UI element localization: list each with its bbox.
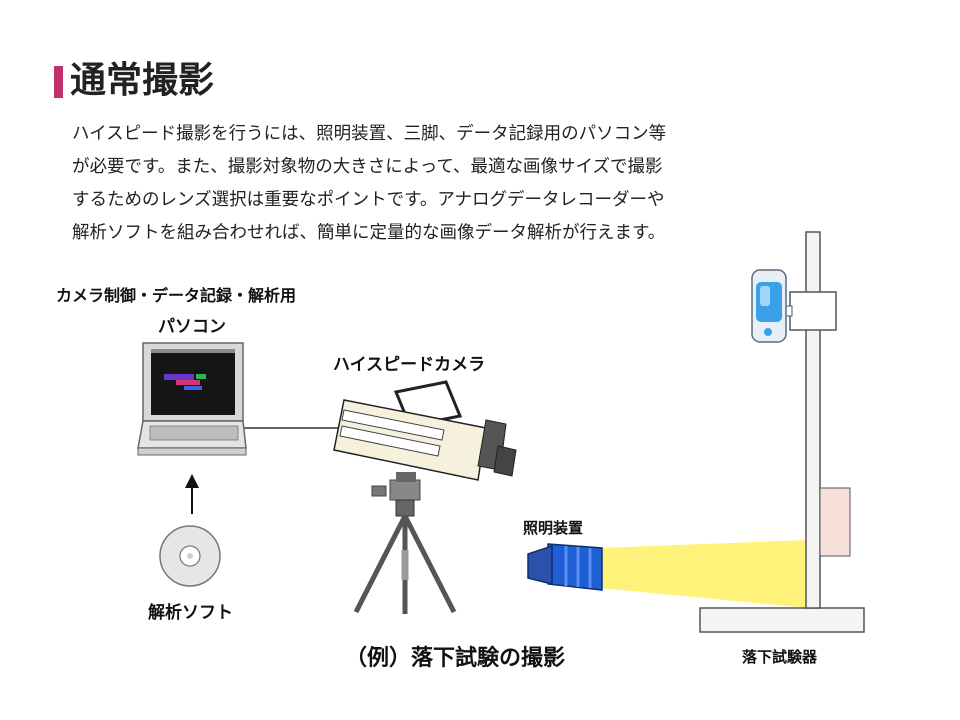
- description-line: するためのレンズ選択は重要なポイントです。アナログデータレコーダーや: [72, 190, 665, 210]
- camera-icon: [333, 380, 517, 482]
- description-paragraph: ハイスピード撮影を行うには、照明装置、三脚、データ記録用のパソコン等 が必要です…: [72, 118, 732, 250]
- cd-disc-icon: [159, 525, 221, 587]
- light-beam: [600, 540, 808, 608]
- tester-clamp: [789, 291, 837, 331]
- page-title: 通常撮影: [70, 60, 215, 101]
- description-line: 解析ソフトを組み合わせれば、簡単に定量的な画像データ解析が行えます。: [72, 223, 666, 243]
- drop-tester: [699, 231, 865, 633]
- software-label: 解析ソフト: [148, 603, 233, 623]
- title-accent-bar: [54, 66, 63, 98]
- tester-target-block: [819, 487, 851, 557]
- pc-role-label: カメラ制御・データ記録・解析用: [56, 286, 297, 305]
- light-label: 照明装置: [523, 519, 584, 537]
- phone-icon: [751, 269, 787, 343]
- up-arrow-icon: [185, 474, 199, 488]
- tripod-icon: [353, 479, 457, 614]
- pc-label: パソコン: [158, 317, 226, 337]
- diagram-caption: （例）落下試験の撮影: [345, 646, 566, 671]
- camera-label: ハイスピードカメラ: [333, 355, 486, 375]
- lamp-icon: [527, 543, 603, 591]
- tester-pole: [805, 231, 821, 609]
- tester-base: [699, 607, 865, 633]
- description-line: ハイスピード撮影を行うには、照明装置、三脚、データ記録用のパソコン等: [72, 124, 667, 144]
- laptop-icon: [137, 342, 247, 456]
- tester-label: 落下試験器: [742, 648, 818, 666]
- description-line: が必要です。また、撮影対象物の大きさによって、最適な画像サイズで撮影: [72, 157, 663, 177]
